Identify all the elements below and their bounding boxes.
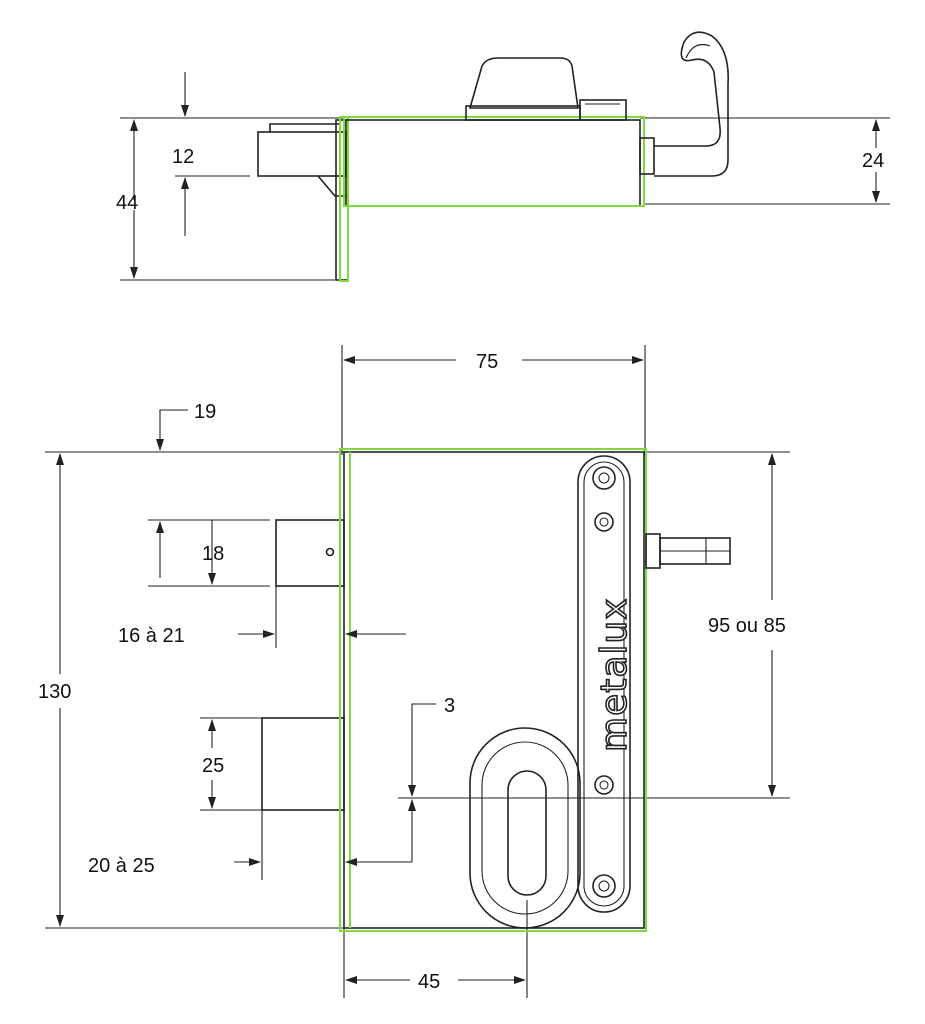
dim-45-label: 45 (418, 971, 440, 993)
lever-handle-detail (685, 43, 711, 59)
dead-bolt-front (261, 717, 345, 811)
dim-25-label: 25 (202, 755, 224, 777)
screw-icon (594, 512, 614, 532)
top-view: 12 44 24 (116, 31, 890, 282)
dim-line-19 (156, 409, 188, 451)
lock-body-top-outline (343, 116, 645, 207)
escutcheon-inner (583, 461, 625, 907)
dim-line-3 (408, 703, 436, 797)
cylinder-knob (468, 57, 579, 109)
dim-19-label: 19 (194, 401, 216, 423)
screw-icon (592, 466, 616, 490)
cylinder-escutcheon (469, 727, 581, 929)
cylinder-escutcheon-inner (481, 741, 569, 915)
screw-icon (592, 874, 616, 898)
latch-bolt-top (269, 123, 340, 132)
dim-44-label: 44 (116, 192, 138, 214)
brand-logo: metalux (594, 597, 635, 752)
dim-130-label: 130 (38, 681, 71, 703)
spindle-collar (645, 533, 661, 569)
dim-12-label: 12 (172, 146, 194, 168)
latch-bolt (257, 131, 347, 177)
escutcheon-plate (577, 455, 631, 913)
lock-body-top (345, 119, 641, 207)
knob-base (579, 99, 627, 121)
latch-bolt-bevel (317, 175, 346, 197)
dim-20-25-label: 20 à 25 (88, 855, 155, 877)
lock-body-front (343, 451, 645, 929)
keyhole (507, 770, 547, 896)
lock-body-front-outline (339, 448, 647, 932)
dim-95-85-label: 95 ou 85 (708, 615, 786, 637)
screw-icon (594, 775, 614, 795)
dim-16-21-label: 16 à 21 (118, 625, 185, 647)
dim-75-label: 75 (476, 351, 498, 373)
dim-3-label: 3 (444, 695, 455, 717)
latch-pin (325, 547, 335, 557)
spindle (639, 137, 655, 175)
front-view: metalux 75 19 130 18 16 à 21 3 95 ou 85 (38, 345, 790, 998)
dim-24-label: 24 (862, 150, 884, 172)
dim-18-label: 18 (202, 543, 224, 565)
lever-handle (654, 31, 729, 177)
